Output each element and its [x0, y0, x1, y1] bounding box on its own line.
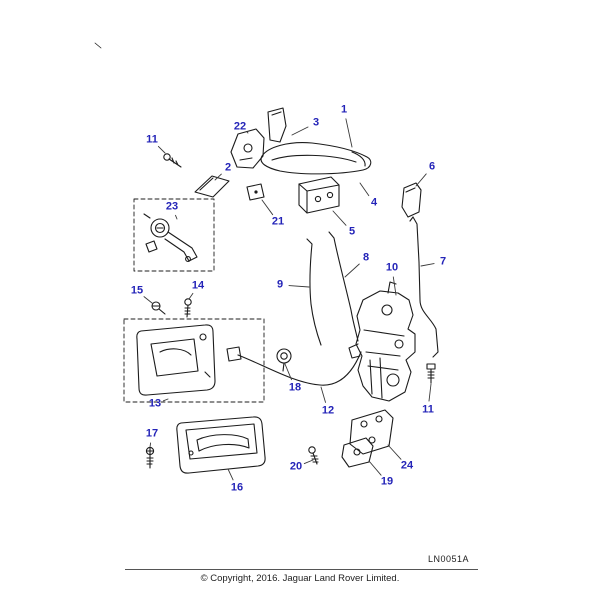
- gasket-art: [194, 175, 230, 198]
- callout-1[interactable]: 1: [340, 103, 348, 116]
- callout-10[interactable]: 10: [385, 261, 399, 274]
- latch-bolt-art: [426, 363, 436, 384]
- callout-7[interactable]: 7: [439, 255, 447, 268]
- callout-17[interactable]: 17: [145, 427, 159, 440]
- lock-cylinder-assembly-art: [133, 198, 215, 272]
- grommet-art: [276, 348, 292, 372]
- callout-23[interactable]: 23: [165, 200, 179, 213]
- handle-screw-art: [163, 153, 182, 168]
- callout-4[interactable]: 4: [370, 196, 378, 209]
- exterior-handle-art: [260, 142, 372, 175]
- callout-13[interactable]: 13: [148, 397, 162, 410]
- interior-handle-assembly-art: [123, 318, 265, 403]
- callout-11[interactable]: 11: [422, 403, 434, 416]
- callout-21[interactable]: 21: [271, 215, 285, 228]
- callout-11[interactable]: 11: [146, 133, 158, 146]
- release-cable-art: [226, 346, 362, 386]
- callout-19[interactable]: 19: [380, 475, 394, 488]
- callout-3[interactable]: 3: [312, 116, 320, 129]
- callout-9[interactable]: 9: [276, 278, 284, 291]
- key-cover-art: [401, 182, 422, 218]
- door-latch-art: [348, 281, 416, 402]
- callout-6[interactable]: 6: [428, 160, 436, 173]
- callout-14[interactable]: 14: [191, 279, 205, 292]
- handle-cap-art: [267, 107, 287, 143]
- handle-module-art: [298, 176, 340, 214]
- latch-rods-art: [306, 231, 359, 346]
- copyright-text: © Copyright, 2016. Jaguar Land Rover Lim…: [200, 573, 400, 584]
- lock-rod-art: [409, 216, 439, 358]
- interior-bezel-art: [176, 416, 266, 474]
- interior-handle-fasteners-art: [151, 298, 192, 318]
- drawing-code: LN0051A: [428, 554, 470, 564]
- callout-2[interactable]: 2: [224, 161, 232, 174]
- callout-16[interactable]: 16: [230, 481, 244, 494]
- callout-12[interactable]: 12: [321, 404, 335, 417]
- bracket-screw-art: [308, 446, 319, 465]
- leader-lines: [143, 118, 435, 481]
- callout-22[interactable]: 22: [233, 120, 247, 133]
- callout-5[interactable]: 5: [348, 225, 356, 238]
- registration-tick: [94, 42, 102, 49]
- footer-divider: [125, 569, 478, 570]
- seal-clip-art: [246, 183, 265, 201]
- callout-20[interactable]: 20: [289, 460, 303, 473]
- callout-18[interactable]: 18: [288, 381, 302, 394]
- callout-15[interactable]: 15: [130, 284, 144, 297]
- callout-24[interactable]: 24: [400, 459, 414, 472]
- callout-8[interactable]: 8: [362, 251, 370, 264]
- handle-frame-art: [230, 128, 265, 169]
